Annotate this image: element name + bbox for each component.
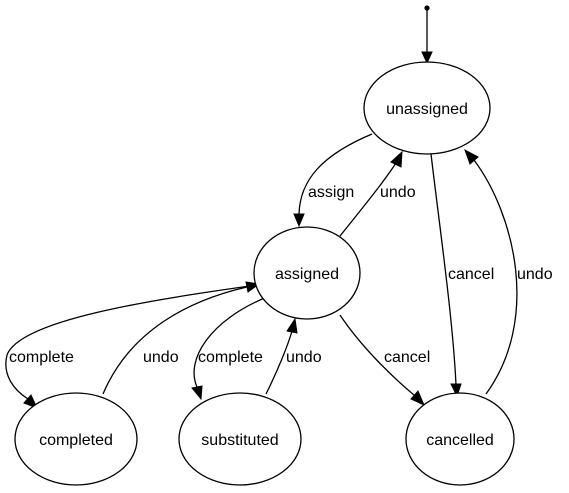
edge-undo-cancelled-unassigned <box>464 148 518 395</box>
state-unassigned: unassigned <box>363 61 491 155</box>
edge-label-assign: assign <box>308 184 354 201</box>
state-substituted-label: substituted <box>201 432 278 449</box>
state-cancelled: cancelled <box>405 392 515 486</box>
edge-label-complete-completed: complete <box>9 349 74 366</box>
state-assigned: assigned <box>253 226 361 320</box>
edge-undo-completed-assigned <box>102 281 261 395</box>
edge-label-cancel-unassigned: cancel <box>448 266 494 283</box>
edge-label-cancel-assigned: cancel <box>384 349 430 366</box>
state-cancelled-label: cancelled <box>426 432 494 449</box>
edge-label-complete-substituted: complete <box>198 349 263 366</box>
edge-label-undo-completed-assigned: undo <box>143 349 179 366</box>
edge-cancel-unassigned-cancelled <box>430 153 462 398</box>
edge-complete-assigned-substituted <box>191 296 268 401</box>
initial-state-dot <box>424 5 430 11</box>
edge-label-undo-assigned-unassigned: undo <box>380 184 416 201</box>
edge-cancel-assigned-cancelled <box>339 314 425 406</box>
edge-undo-substituted-assigned <box>265 317 298 395</box>
state-unassigned-label: unassigned <box>386 101 468 118</box>
state-substituted: substituted <box>178 392 302 486</box>
edge-label-undo-cancelled-unassigned: undo <box>517 266 553 283</box>
state-completed: completed <box>14 392 138 486</box>
edge-label-undo-substituted-assigned: undo <box>286 349 322 366</box>
edge-complete-assigned-completed <box>5 284 258 409</box>
state-assigned-label: assigned <box>275 266 339 283</box>
initial-state-edge <box>421 5 433 65</box>
initial-arrowhead <box>421 51 433 65</box>
edge-undo-assigned-unassigned <box>339 150 403 237</box>
edge-assign <box>293 133 373 228</box>
state-completed-label: completed <box>39 432 113 449</box>
